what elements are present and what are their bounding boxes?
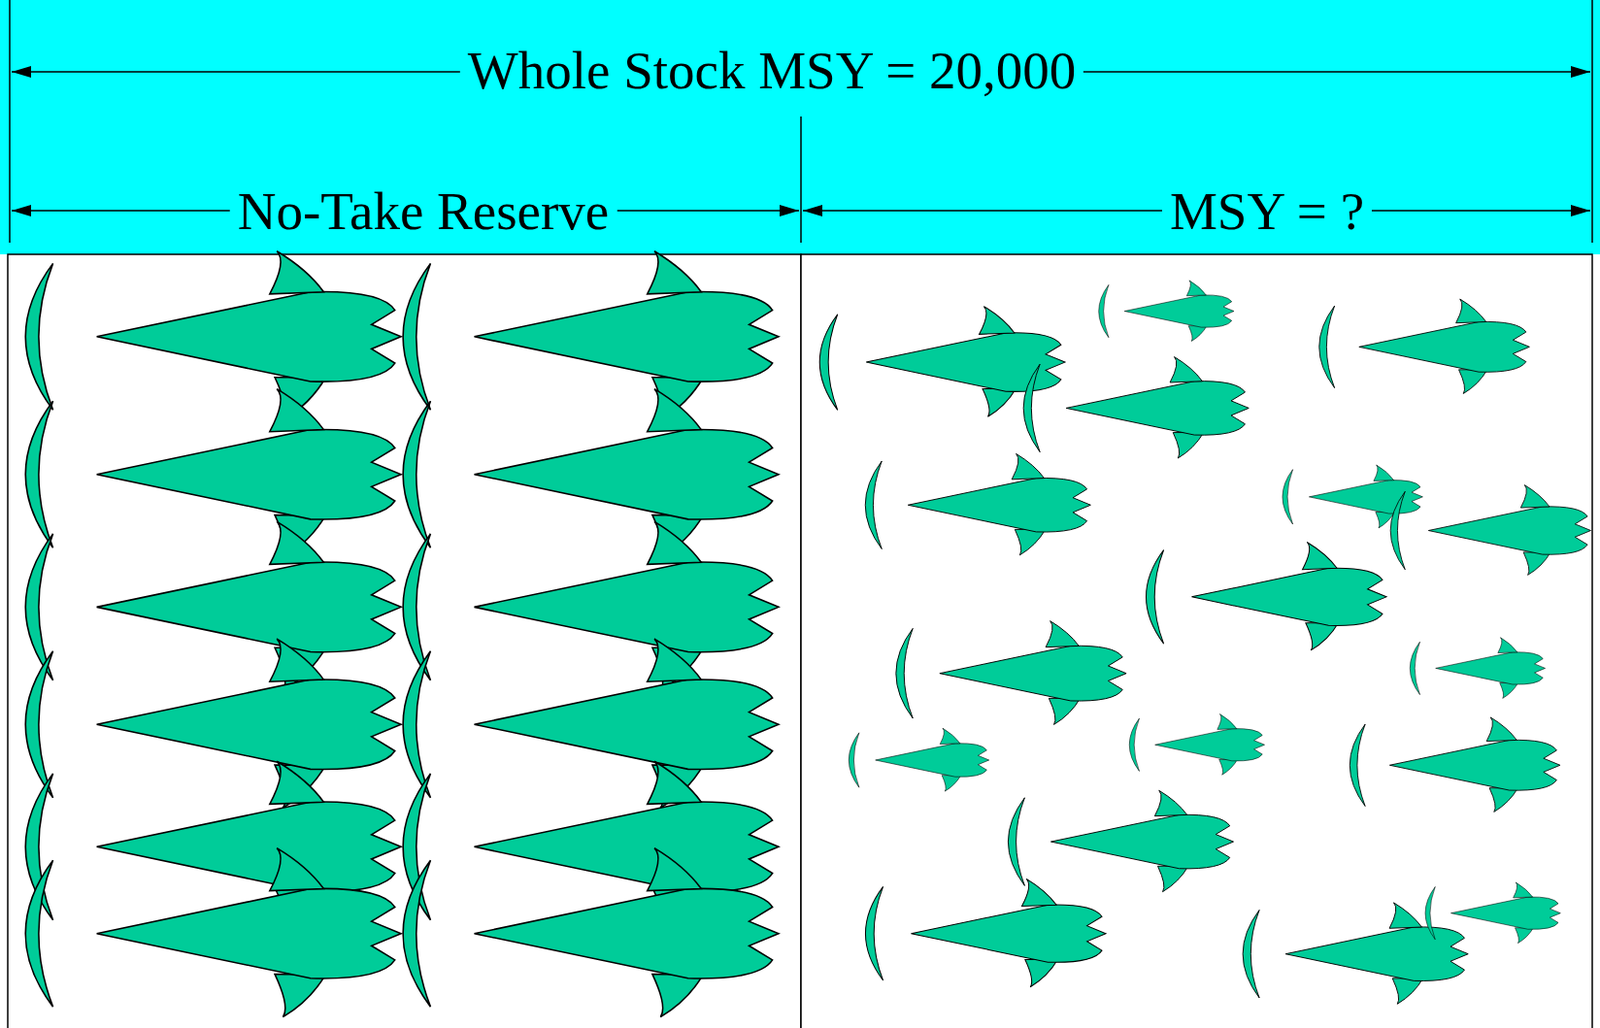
fish [25, 521, 401, 691]
dimension-label: MSY = ? [1162, 184, 1372, 238]
fish [25, 638, 401, 808]
fish [1425, 882, 1561, 944]
fish [896, 621, 1127, 726]
fish [1023, 357, 1249, 459]
fish [1007, 790, 1234, 892]
fish [402, 848, 779, 1018]
area-panels [7, 254, 1593, 1028]
fish [402, 638, 779, 808]
fish [1390, 485, 1591, 576]
fish [848, 728, 989, 792]
dimension-lines [9, 0, 1593, 243]
fish [25, 251, 401, 421]
fish [402, 251, 779, 421]
dimension-label: Whole Stock MSY = 20,000 [460, 43, 1084, 98]
fish [1099, 280, 1234, 342]
fish [402, 521, 779, 691]
fish [25, 389, 401, 559]
fish [865, 878, 1106, 987]
fish [1349, 717, 1561, 812]
fish [1409, 637, 1545, 700]
fish [1319, 299, 1531, 394]
dimension-label: No-Take Reserve [230, 184, 618, 238]
fish [1145, 541, 1387, 650]
fish [402, 389, 779, 559]
fish [865, 453, 1091, 555]
fish [25, 848, 401, 1018]
fish-school [25, 251, 1591, 1018]
fish [1242, 902, 1468, 1004]
fish [1129, 714, 1265, 776]
